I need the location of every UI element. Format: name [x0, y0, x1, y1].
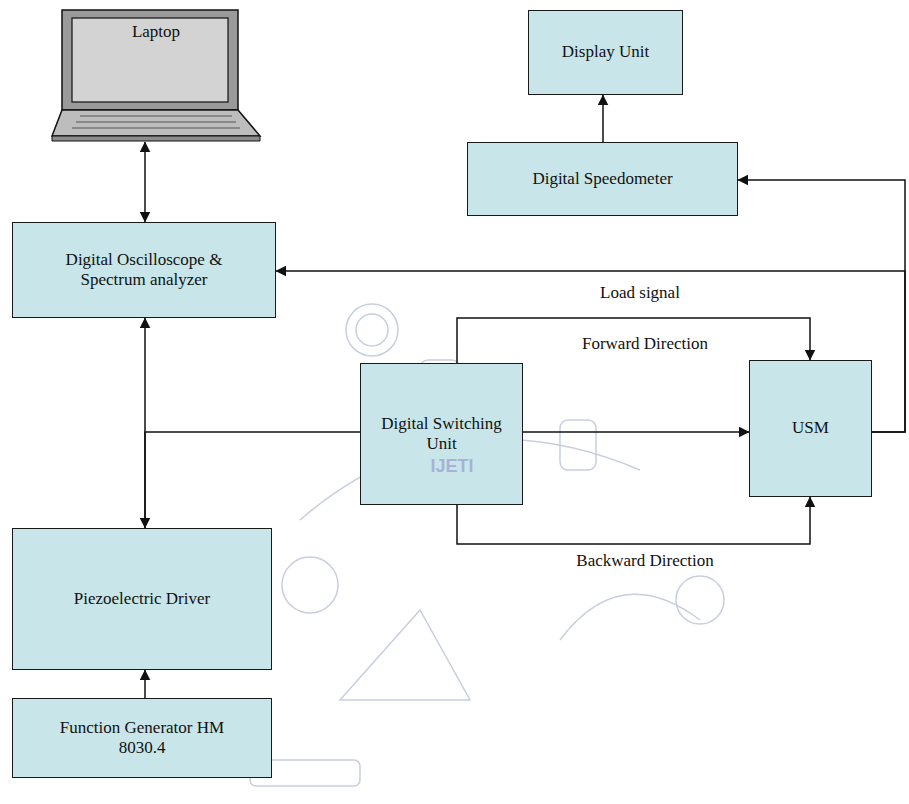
- edge-label: Backward Direction: [574, 551, 715, 571]
- signal-arrow: [145, 432, 360, 528]
- node-label: Digital Oscilloscope & Spectrum analyzer: [59, 250, 229, 291]
- node-label: USM: [792, 418, 829, 438]
- signal-arrow: [602, 95, 604, 142]
- node-label: Function Generator HM 8030.4: [57, 718, 227, 759]
- signal-arrow: [457, 318, 810, 363]
- node-label: Digital Switching Unit: [377, 414, 507, 455]
- motor-box: USM: [749, 360, 872, 497]
- node-label: Piezoelectric Driver: [74, 589, 210, 609]
- signal-arrow: [144, 670, 146, 698]
- speedometer-box: Digital Speedometer: [467, 142, 738, 216]
- laptop-icon: Laptop: [50, 8, 262, 142]
- display-box: Display Unit: [528, 10, 683, 95]
- generator-box: Function Generator HM 8030.4: [12, 698, 272, 778]
- signal-arrow: [523, 431, 749, 433]
- edge-label: Forward Direction: [580, 334, 710, 354]
- switching-box: Digital Switching Unit: [360, 363, 523, 505]
- node-label: Display Unit: [562, 42, 649, 62]
- node-label: Digital Speedometer: [532, 169, 672, 189]
- driver-box: Piezoelectric Driver: [12, 528, 272, 670]
- signal-arrow: [144, 142, 146, 222]
- oscilloscope-box: Digital Oscilloscope & Spectrum analyzer: [12, 222, 276, 318]
- watermark-text: IJETI: [430, 456, 473, 477]
- edge-label: Load signal: [598, 283, 682, 303]
- node-label: Laptop: [132, 22, 180, 42]
